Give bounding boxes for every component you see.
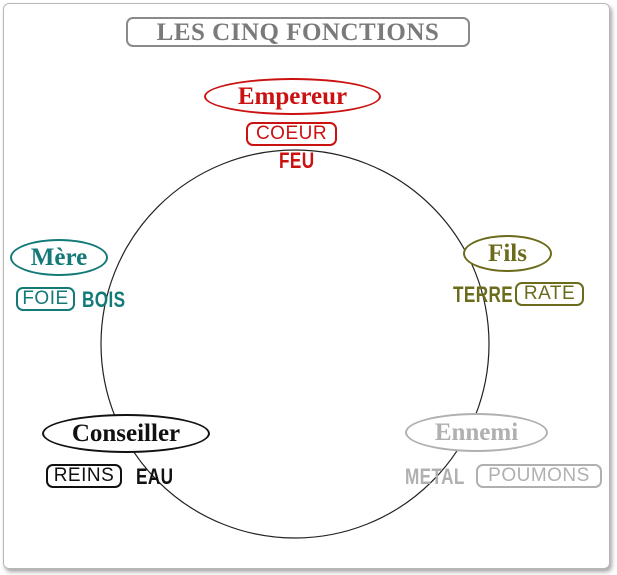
element-label-conseiller: EAU <box>136 464 174 489</box>
element-label-ennemi: METAL <box>405 464 465 489</box>
element-label-empereur: FEU <box>279 148 315 173</box>
organ-label-conseiller: REINS <box>46 464 122 488</box>
role-name-empereur: Empereur <box>204 78 381 115</box>
organ-label-mere: FOIE <box>16 287 75 311</box>
organ-label-ennemi: POUMONS <box>476 464 602 488</box>
organ-label-fils: RATE <box>515 282 584 306</box>
diagram-title: LES CINQ FONCTIONS <box>126 17 470 47</box>
organ-label-empereur: COEUR <box>246 122 337 146</box>
element-label-fils: TERRE <box>453 282 514 307</box>
role-name-mere: Mère <box>10 239 108 276</box>
element-label-mere: BOIS <box>82 287 126 312</box>
cycle-circle <box>100 149 490 539</box>
role-name-fils: Fils <box>463 235 552 272</box>
role-name-conseiller: Conseiller <box>42 414 210 453</box>
role-name-ennemi: Ennemi <box>405 413 548 452</box>
